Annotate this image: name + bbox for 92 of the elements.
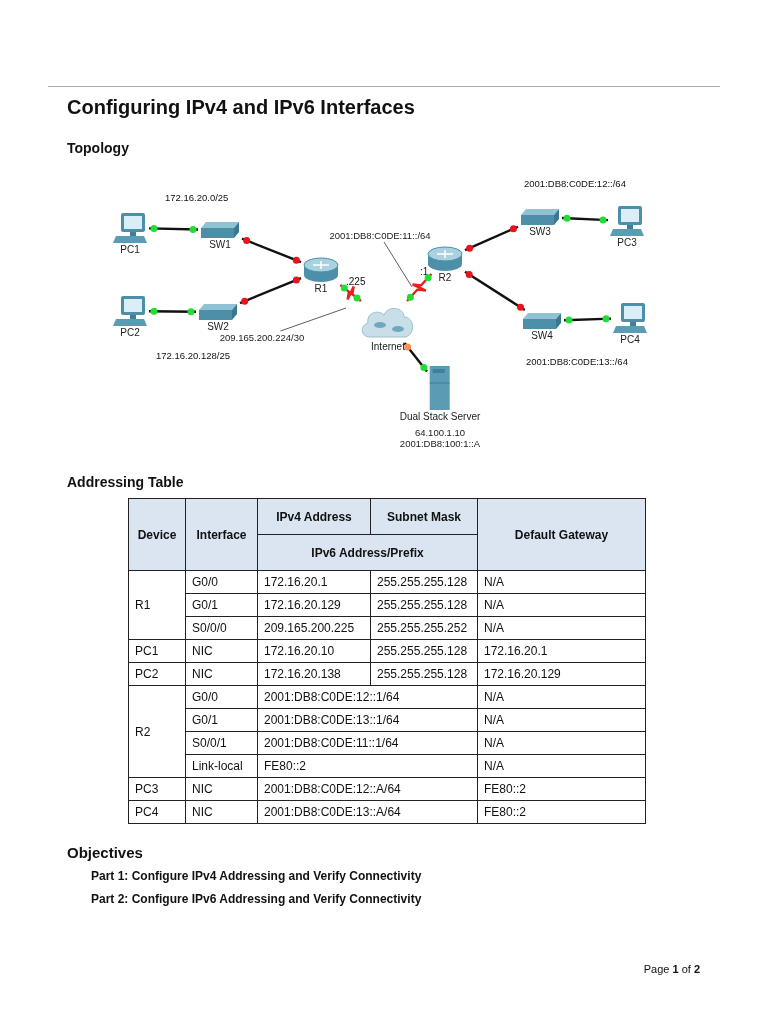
table-cell: NIC: [185, 662, 258, 686]
table-cell: 2001:DB8:C0DE:11::1/64: [257, 731, 478, 755]
table-cell: 172.16.20.1: [257, 570, 371, 594]
network-link: [403, 342, 428, 373]
network-address: 2001:DB8:C0DE:13::/64: [526, 356, 628, 367]
table-cell: NIC: [185, 800, 258, 824]
table-cell: 255.255.255.128: [370, 639, 478, 663]
network-link: [239, 277, 302, 305]
objective-text: Part 2: Configure IPv6 Addressing and Verify Connectivity: [91, 892, 422, 906]
network-address: 2001:DB8:C0DE:12::/64: [524, 178, 626, 189]
device-name: PC4: [620, 334, 640, 346]
table-cell: 172.16.20.1: [477, 639, 646, 663]
table-cell: 2001:DB8:C0DE:12::A/64: [257, 777, 478, 801]
network-link: [464, 270, 526, 311]
leader-line: [383, 241, 413, 288]
serial-link: [406, 273, 433, 302]
network-link: [563, 317, 612, 322]
table-cell: 172.16.20.129: [257, 593, 371, 617]
page-number: Page 1 of 2: [643, 963, 700, 975]
leader-line: [280, 307, 347, 332]
table-cell: 255.255.255.128: [370, 662, 478, 686]
table-cell: N/A: [477, 754, 646, 778]
table-cell: R1: [128, 570, 186, 640]
serial-link: [339, 284, 362, 302]
network-link: [149, 310, 196, 313]
table-cell: 2001:DB8:C0DE:13::1/64: [257, 708, 478, 732]
table-cell: G0/1: [185, 708, 258, 732]
header-cell: Interface: [185, 498, 258, 571]
table-cell: N/A: [477, 593, 646, 617]
section-heading: Topology: [67, 140, 129, 156]
table-cell: PC1: [128, 639, 186, 663]
table-cell: PC4: [128, 800, 186, 824]
network-address: 172.16.20.128/25: [156, 350, 230, 361]
table-cell: S0/0/0: [185, 616, 258, 640]
device-address: 64.100.1.10: [414, 427, 466, 438]
device-name: R2: [438, 272, 452, 284]
header-cell: Default Gateway: [477, 498, 646, 571]
device-name: SW2: [207, 321, 229, 333]
table-cell: N/A: [477, 731, 646, 755]
header-cell: Subnet Mask: [370, 498, 478, 535]
device-name: Internet: [371, 341, 405, 353]
section-heading: Objectives: [67, 844, 143, 861]
table-cell: N/A: [477, 616, 646, 640]
table-cell: N/A: [477, 708, 646, 732]
header-cell: IPv4 Address: [257, 498, 371, 535]
table-cell: 2001:DB8:C0DE:12::1/64: [257, 685, 478, 709]
table-cell: FE80::2: [257, 754, 478, 778]
table-cell: NIC: [185, 639, 258, 663]
device-name: PC3: [617, 237, 637, 249]
device-name: SW4: [531, 330, 553, 342]
port-address: .225: [346, 276, 366, 287]
table-cell: Link-local: [185, 754, 258, 778]
network-address: 209.165.200.224/30: [219, 332, 305, 343]
network-address: 172.16.20.0/25: [165, 192, 229, 203]
objective-text: Part 1: Configure IPv4 Addressing and Verify Connectivity: [91, 869, 422, 883]
table-cell: PC2: [128, 662, 186, 686]
table-cell: FE80::2: [477, 777, 646, 801]
device-address: 2001:DB8:100:1::A: [399, 438, 481, 449]
header-cell: Device: [128, 498, 186, 571]
table-cell: 172.16.20.138: [257, 662, 371, 686]
table-cell: 255.255.255.128: [370, 593, 478, 617]
table-cell: PC3: [128, 777, 186, 801]
table-cell: G0/0: [185, 570, 258, 594]
port-address: :1: [420, 266, 429, 277]
device-name: PC1: [120, 244, 140, 256]
table-cell: 255.255.255.128: [370, 570, 478, 594]
device-name: PC2: [120, 327, 140, 339]
table-cell: N/A: [477, 685, 646, 709]
network-link: [561, 216, 609, 222]
table-cell: NIC: [185, 777, 258, 801]
section-heading: Addressing Table: [67, 474, 184, 490]
device-name: Dual Stack Server: [399, 411, 481, 423]
header-cell: IPv6 Address/Prefix: [257, 534, 478, 571]
table-cell: 172.16.20.10: [257, 639, 371, 663]
network-link: [241, 237, 302, 264]
table-cell: 172.16.20.129: [477, 662, 646, 686]
table-cell: FE80::2: [477, 800, 646, 824]
device-name: SW1: [209, 239, 231, 251]
table-cell: R2: [128, 685, 186, 778]
table-cell: N/A: [477, 570, 646, 594]
table-cell: 2001:DB8:C0DE:13::A/64: [257, 800, 478, 824]
device-name: R1: [314, 283, 328, 295]
table-cell: 255.255.255.252: [370, 616, 478, 640]
network-address: 2001:DB8:C0DE:11::/64: [329, 230, 431, 241]
page-title: Configuring IPv4 and IPv6 Interfaces: [67, 96, 415, 119]
table-cell: 209.165.200.225: [257, 616, 371, 640]
network-link: [148, 227, 199, 231]
table-cell: S0/0/1: [185, 731, 258, 755]
table-cell: G0/1: [185, 593, 258, 617]
network-link: [464, 225, 519, 252]
device-name: SW3: [529, 226, 551, 238]
table-cell: G0/0: [185, 685, 258, 709]
